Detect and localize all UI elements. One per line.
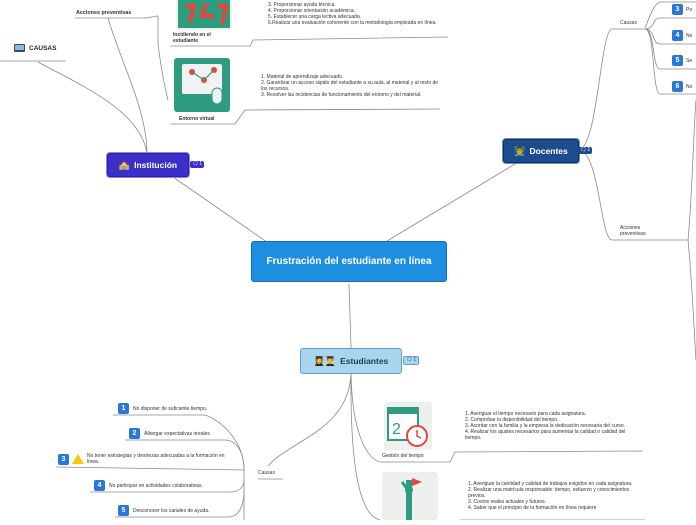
cause-text: No tener estrategias y destrezas adecuad… bbox=[87, 453, 227, 465]
number-3-icon: 3 bbox=[672, 4, 683, 15]
gestion-tiempo-image: 2 bbox=[384, 402, 432, 450]
calendar-clock-icon: 2 bbox=[384, 402, 432, 450]
topic-institucion[interactable]: 🏫 Institución bbox=[107, 153, 189, 177]
topic-docentes-label: Docentes bbox=[529, 146, 567, 156]
number-4-icon: 4 bbox=[94, 480, 105, 491]
note-line: 3. Resolver las incidencias de funcionam… bbox=[261, 92, 439, 98]
comment-icon: 🗨 bbox=[580, 147, 586, 154]
central-topic[interactable]: Frustración del estudiante en línea bbox=[251, 241, 447, 282]
docentes-cause-item[interactable]: 4 No bbox=[672, 30, 692, 41]
estudiantes-cause-item[interactable]: 2 Albergar expectativas irreales bbox=[129, 428, 210, 439]
gestion-notes: 1. Averiguar el tiempo necesario para ca… bbox=[465, 411, 640, 441]
comment-count: 1 bbox=[587, 147, 590, 154]
note-line: 4. Saber que el principio de la formació… bbox=[468, 505, 644, 511]
teacher-icon: 👨‍🏫 bbox=[514, 147, 525, 156]
note-line: 2. Garantizar un acceso rápido del estud… bbox=[261, 80, 439, 92]
incidiendo-image bbox=[176, 0, 232, 30]
monitor-icon bbox=[14, 44, 25, 52]
number-4-icon: 4 bbox=[672, 30, 683, 41]
note-line: 6.Realizar una evaluación coherente con … bbox=[268, 20, 438, 26]
estudiantes-causas-label[interactable]: Causas bbox=[258, 470, 275, 476]
topic-estudiantes[interactable]: 👩‍🎓👨‍🎓 Estudiantes bbox=[300, 348, 402, 374]
number-5-icon: 5 bbox=[118, 505, 129, 516]
docentes-causas-label[interactable]: Causas bbox=[620, 20, 637, 26]
acciones-preventivas-label[interactable]: Acciones preventivas bbox=[76, 10, 131, 17]
number-5-icon: 5 bbox=[672, 55, 683, 66]
network-computer-icon bbox=[174, 58, 230, 112]
topic-docentes[interactable]: 👨‍🏫 Docentes bbox=[503, 139, 579, 163]
estudiantes-cause-item[interactable]: 4 No participar en actividades colaborat… bbox=[94, 480, 203, 491]
number-2-icon: 2 bbox=[129, 428, 140, 439]
topic-estudiantes-label: Estudiantes bbox=[340, 356, 388, 366]
topic-institucion-label: Institución bbox=[134, 160, 177, 170]
warning-icon bbox=[72, 454, 84, 464]
statistics-icon bbox=[176, 0, 232, 30]
entorno-virtual-image bbox=[174, 58, 230, 112]
cause-text: Po bbox=[686, 7, 692, 13]
docentes-acciones-label[interactable]: Acciones preventivas bbox=[620, 225, 660, 237]
causas-label: CAUSAS bbox=[29, 45, 56, 52]
cause-text: Se bbox=[686, 58, 692, 64]
estudiantes-cause-item[interactable]: 3 No tener estrategias y destrezas adecu… bbox=[58, 453, 228, 465]
estudiantes-cause-item[interactable]: 1 No disponer de suficiente tiempo. bbox=[118, 403, 207, 414]
note-line: 2. Realizar una matrícula responsable: t… bbox=[468, 487, 644, 499]
incidiendo-label[interactable]: Incidiendo en el estudiante bbox=[173, 32, 233, 44]
docentes-cause-item[interactable]: 5 Se bbox=[672, 55, 692, 66]
comment-badge-docentes[interactable]: 🗨 1 bbox=[578, 147, 592, 154]
causas-topic[interactable]: CAUSAS bbox=[14, 44, 56, 52]
comment-count: 1 bbox=[199, 161, 202, 168]
students-icon: 👩‍🎓👨‍🎓 bbox=[314, 357, 336, 366]
entorno-notes: 1. Material de aprendizaje adecuado. 2. … bbox=[261, 74, 439, 98]
comment-badge-institucion[interactable]: 🗨 1 bbox=[190, 161, 204, 168]
cause-text: Albergar expectativas irreales bbox=[144, 431, 210, 437]
flag-person-icon bbox=[382, 472, 438, 520]
cause-text: No bbox=[686, 33, 692, 39]
number-6-icon: 6 bbox=[672, 81, 683, 92]
docentes-cause-item[interactable]: 6 No bbox=[672, 81, 692, 92]
entorno-virtual-label[interactable]: Entorno virtual bbox=[179, 116, 215, 122]
cause-text: No bbox=[686, 84, 692, 90]
svg-text:2: 2 bbox=[392, 421, 401, 438]
metas-image bbox=[382, 472, 438, 520]
cause-text: No participar en actividades colaborativ… bbox=[109, 483, 203, 489]
cause-text: No disponer de suficiente tiempo. bbox=[133, 406, 207, 412]
gestion-tiempo-label[interactable]: Gestión del tiempo bbox=[382, 453, 424, 459]
cause-text: Desconocer los canales de ayuda. bbox=[133, 508, 209, 514]
comment-badge-estudiantes[interactable]: 🗨 1 bbox=[403, 356, 419, 365]
number-1-icon: 1 bbox=[118, 403, 129, 414]
comment-icon: 🗨 bbox=[406, 357, 412, 364]
metas-notes: 1. Averiguar la cantidad y calidad de tr… bbox=[468, 481, 644, 511]
comment-count: 1 bbox=[413, 357, 416, 364]
school-icon: 🏫 bbox=[119, 161, 130, 170]
comment-icon: 🗨 bbox=[192, 161, 198, 168]
central-topic-label: Frustración del estudiante en línea bbox=[266, 256, 431, 267]
docentes-cause-item[interactable]: 3 Po bbox=[672, 4, 692, 15]
incidiendo-notes: 3. Proporcionar ayuda técnica. 4. Propor… bbox=[268, 2, 438, 26]
number-3-icon: 3 bbox=[58, 454, 69, 465]
note-line: 4. Realizar los ajustes necesarios para … bbox=[465, 429, 640, 441]
estudiantes-cause-item[interactable]: 5 Desconocer los canales de ayuda. bbox=[118, 505, 209, 516]
